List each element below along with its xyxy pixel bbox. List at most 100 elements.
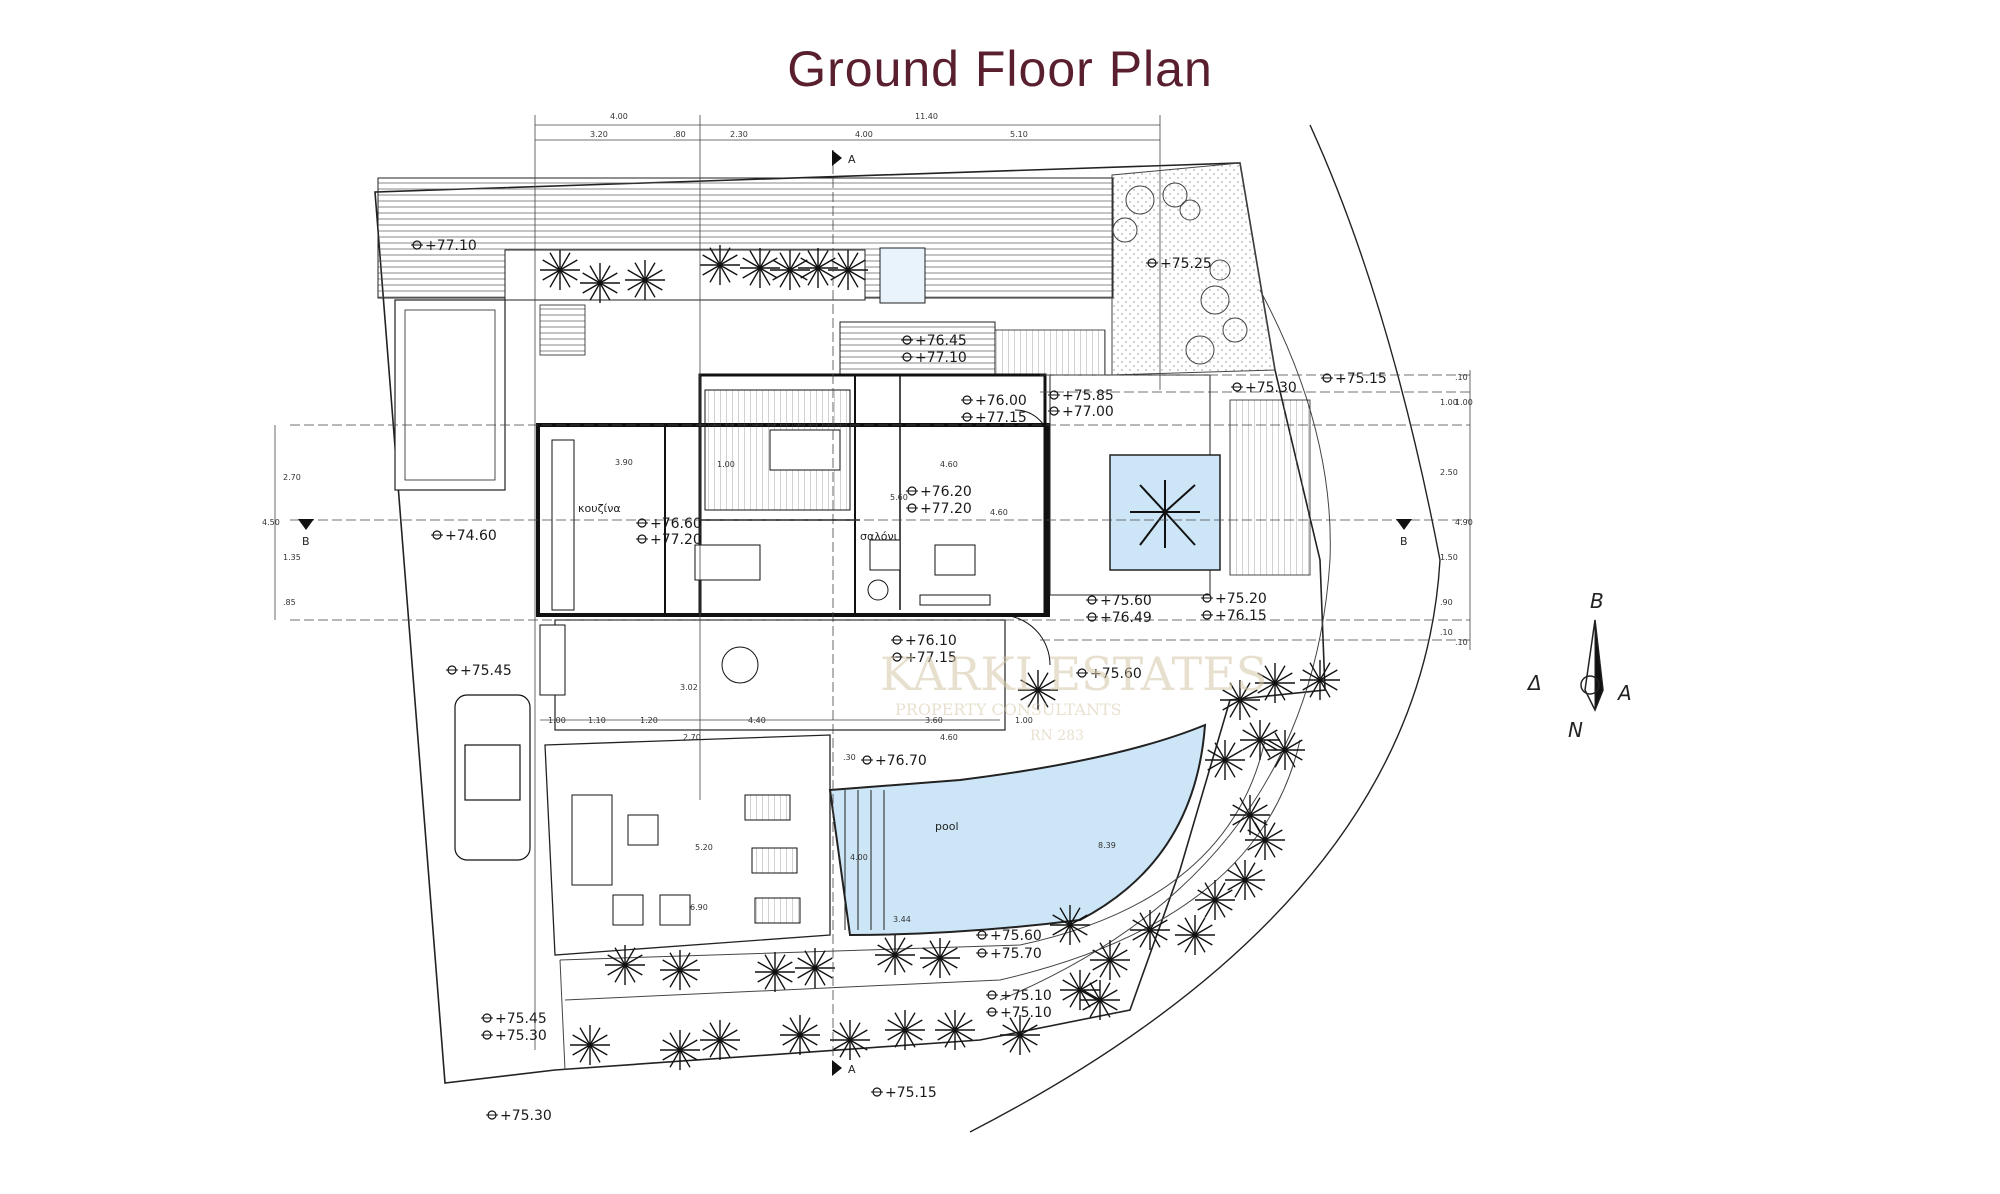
level-marker-l2: +75.25 [1146,256,1212,272]
level-marker-l28: +75.10 [986,1005,1052,1021]
dim-int-5: 4.60 [990,508,1008,517]
level-marker-l1: +77.10 [411,238,477,254]
palm-plant [1000,1015,1040,1055]
level-marker-l4: +77.10 [901,350,967,366]
tree-in-small-pool [1130,480,1200,548]
level-marker-l7: +76.00 [961,393,1027,409]
dim-int-19: 8.39 [1098,841,1116,850]
level-value: +75.10 [1000,988,1052,1004]
palm-plant [1130,910,1170,950]
dining-table [694,544,761,581]
level-value: +76.00 [975,393,1027,409]
shrubs-ne [1112,182,1248,365]
level-value: +76.10 [905,633,957,649]
level-value: +75.10 [1000,1005,1052,1021]
level-marker-l12: +76.60 [636,516,702,532]
dim-left-4-50: 4.50 [262,518,280,527]
palm-plant [1220,680,1260,720]
level-value: +76.60 [650,516,702,532]
level-value: +75.60 [1100,593,1152,609]
dim-int-6: 3.02 [680,683,698,692]
level-value: +75.45 [460,663,512,679]
room-label-kitchen: κουζίνα [578,502,621,515]
palm-plant [780,1015,820,1055]
dim-right-8: .10 [1455,373,1468,382]
palm-plant [770,250,810,290]
section-mark-b-left: B [302,535,310,548]
palm-plant [795,948,835,988]
level-marker-l10: +77.00 [1048,404,1114,420]
pool-surround [559,739,1266,961]
palm-plant [540,250,580,290]
level-value: +75.15 [1335,371,1387,387]
utility-block [539,624,566,696]
palm-plant [920,938,960,978]
level-marker-l25: +75.60 [976,928,1042,944]
level-marker-l32: +75.30 [486,1108,552,1124]
west-carport-inner [404,309,496,481]
level-marker-l16: +75.60 [1086,593,1152,609]
palm-plant [660,950,700,990]
dim-right-6: .90 [1440,598,1453,607]
palm-plant [828,250,868,290]
page-title: Ground Floor Plan [787,41,1213,97]
dim-int-1: 3.90 [615,458,633,467]
palm-plant [798,248,838,288]
palm-plant [1255,663,1295,703]
dim-int-9: 1.20 [640,716,658,725]
dim-left-1-35: 1.35 [283,553,301,562]
dim-seg-2: .80 [673,130,686,139]
lounger-3 [754,897,801,924]
level-marker-l21: +76.10 [891,633,957,649]
palm-plant [1240,720,1280,760]
level-value: +76.20 [920,484,972,500]
sofa-outdoor [571,794,613,886]
section-mark-a-top: A [848,153,856,166]
palm-plant [1060,970,1100,1010]
dim-int-16: 5.20 [695,843,713,852]
palm-plant [1018,670,1058,710]
road-line-inner [999,289,1331,1001]
level-marker-l9: +75.85 [1048,388,1114,404]
section-mark-b-right: B [1400,535,1408,548]
level-marker-l15: +77.20 [906,501,972,517]
dim-left-0-85: .85 [283,598,296,607]
level-marker-l29: +75.45 [481,1011,547,1027]
dim-int-3: 4.60 [940,460,958,469]
dim-seg-1: 3.20 [590,130,608,139]
level-marker-l22: +77.15 [891,650,957,666]
palm-plant [1265,730,1305,770]
level-value: +76.70 [875,753,927,769]
dim-seg-4: 4.00 [855,130,873,139]
dim-int-4: 5.60 [890,493,908,502]
level-value: +77.00 [1062,404,1114,420]
palm-plant [605,945,645,985]
car [454,694,531,861]
west-carport [394,299,506,491]
dim-int-7: 1.00 [548,716,566,725]
lounger-2 [751,847,798,874]
chair-2 [659,894,691,926]
palm-plant [700,245,740,285]
palm-plant [1225,860,1265,900]
dim-int-11: 3.60 [925,716,943,725]
palm-plant [1230,795,1270,835]
kitchen-counter [551,439,575,611]
level-marker-l30: +75.30 [481,1028,547,1044]
level-marker-l18: +75.20 [1201,591,1267,607]
chair-1 [612,894,644,926]
plants [540,245,1340,1070]
compass-rose [1580,619,1604,712]
armchair [869,539,901,571]
level-value: +77.10 [425,238,477,254]
palm-plant [580,263,620,303]
level-marker-l17: +76.49 [1086,610,1152,626]
palm-plant [1245,820,1285,860]
level-value: +74.60 [445,528,497,544]
palm-plant [1080,980,1120,1020]
level-value: +75.30 [500,1108,552,1124]
level-value: +75.70 [990,946,1042,962]
main-pool [828,723,1207,937]
planter-top [504,249,866,301]
